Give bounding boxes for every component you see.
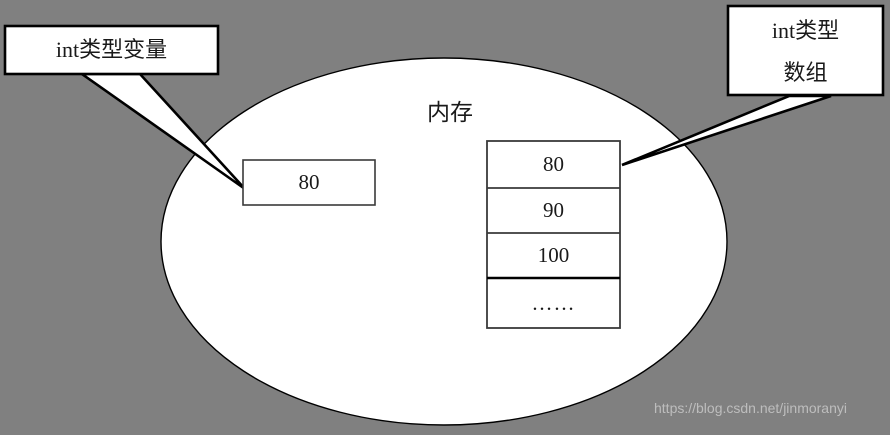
array-cell-2-value: 100 (537, 243, 570, 267)
callout-right-label: int类型 数组 (729, 10, 882, 94)
callout-right-label-line2: 数组 (783, 60, 828, 85)
int-variable-box (242, 159, 376, 206)
array-cell-3-value: …… (531, 291, 576, 315)
callout-right-box (726, 4, 885, 97)
memory-label: 内存 (427, 100, 473, 125)
array-cell-0-value: 80 (543, 152, 564, 176)
array-cell-1-value: 90 (543, 198, 564, 222)
watermark-text: https://blog.csdn.net/jinmoranyi (654, 400, 847, 416)
int-variable-value: 80 (298, 170, 320, 194)
int-array-box (486, 140, 621, 329)
callout-left-box (3, 24, 220, 76)
callout-left-label: int类型变量 (55, 37, 168, 62)
callout-right-label-line1: int类型 (771, 18, 840, 43)
